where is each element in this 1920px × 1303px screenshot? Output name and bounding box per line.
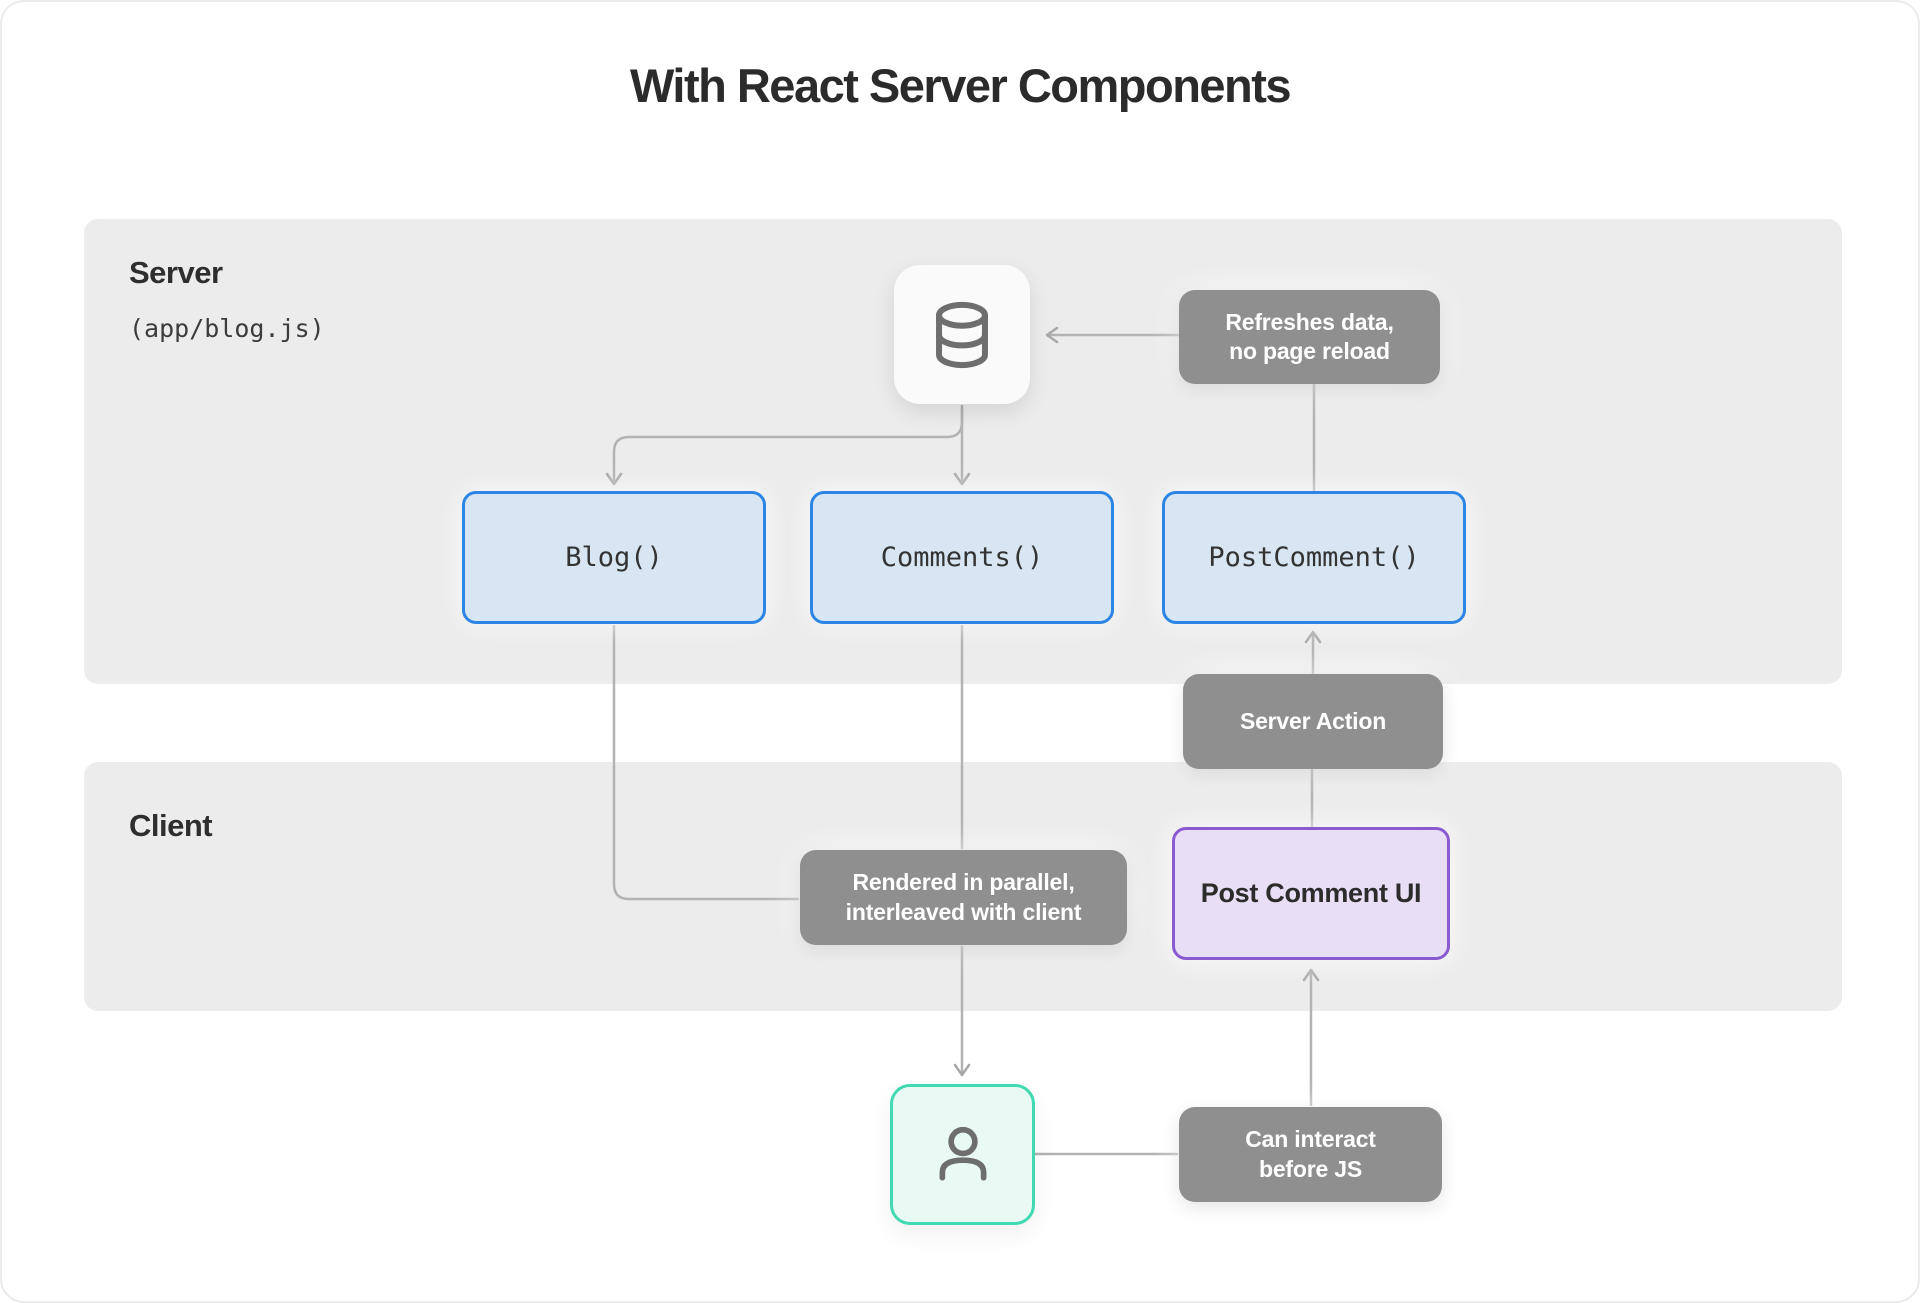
refreshes-data-annotation: Refreshes data, no page reload [1179, 290, 1440, 384]
annotation-line: interleaved with client [845, 898, 1082, 925]
database-node [894, 265, 1030, 404]
annotation-line: no page reload [1229, 338, 1390, 364]
comments-component-label: Comments() [880, 542, 1044, 573]
client-section-label: Client [129, 808, 213, 843]
annotation-line: Can interact [1245, 1126, 1376, 1153]
can-interact-annotation: Can interact before JS [1179, 1107, 1442, 1202]
post-comment-ui-node: Post Comment UI [1172, 827, 1450, 960]
blog-component-label: Blog() [565, 542, 663, 573]
blog-component-node: Blog() [462, 491, 766, 624]
comments-component-node: Comments() [810, 491, 1114, 624]
server-action-annotation: Server Action [1183, 674, 1443, 769]
user-node [890, 1084, 1035, 1225]
server-section-label: Server [129, 255, 223, 290]
postcomment-component-label: PostComment() [1208, 542, 1420, 573]
user-icon [939, 1126, 986, 1181]
annotation-line: before JS [1258, 1155, 1362, 1182]
postcomment-component-node: PostComment() [1162, 491, 1466, 624]
server-section-filepath: (app/blog.js) [129, 314, 325, 343]
page-title: With React Server Components [629, 59, 1292, 112]
annotation-line: Refreshes data, [1225, 308, 1394, 335]
rendered-in-parallel-annotation: Rendered in parallel, interleaved with c… [800, 850, 1127, 945]
annotation-line: Server Action [1239, 707, 1387, 734]
annotation-line: Rendered in parallel, [852, 869, 1075, 896]
post-comment-ui-label: Post Comment UI [1200, 878, 1422, 908]
database-icon [936, 301, 988, 368]
